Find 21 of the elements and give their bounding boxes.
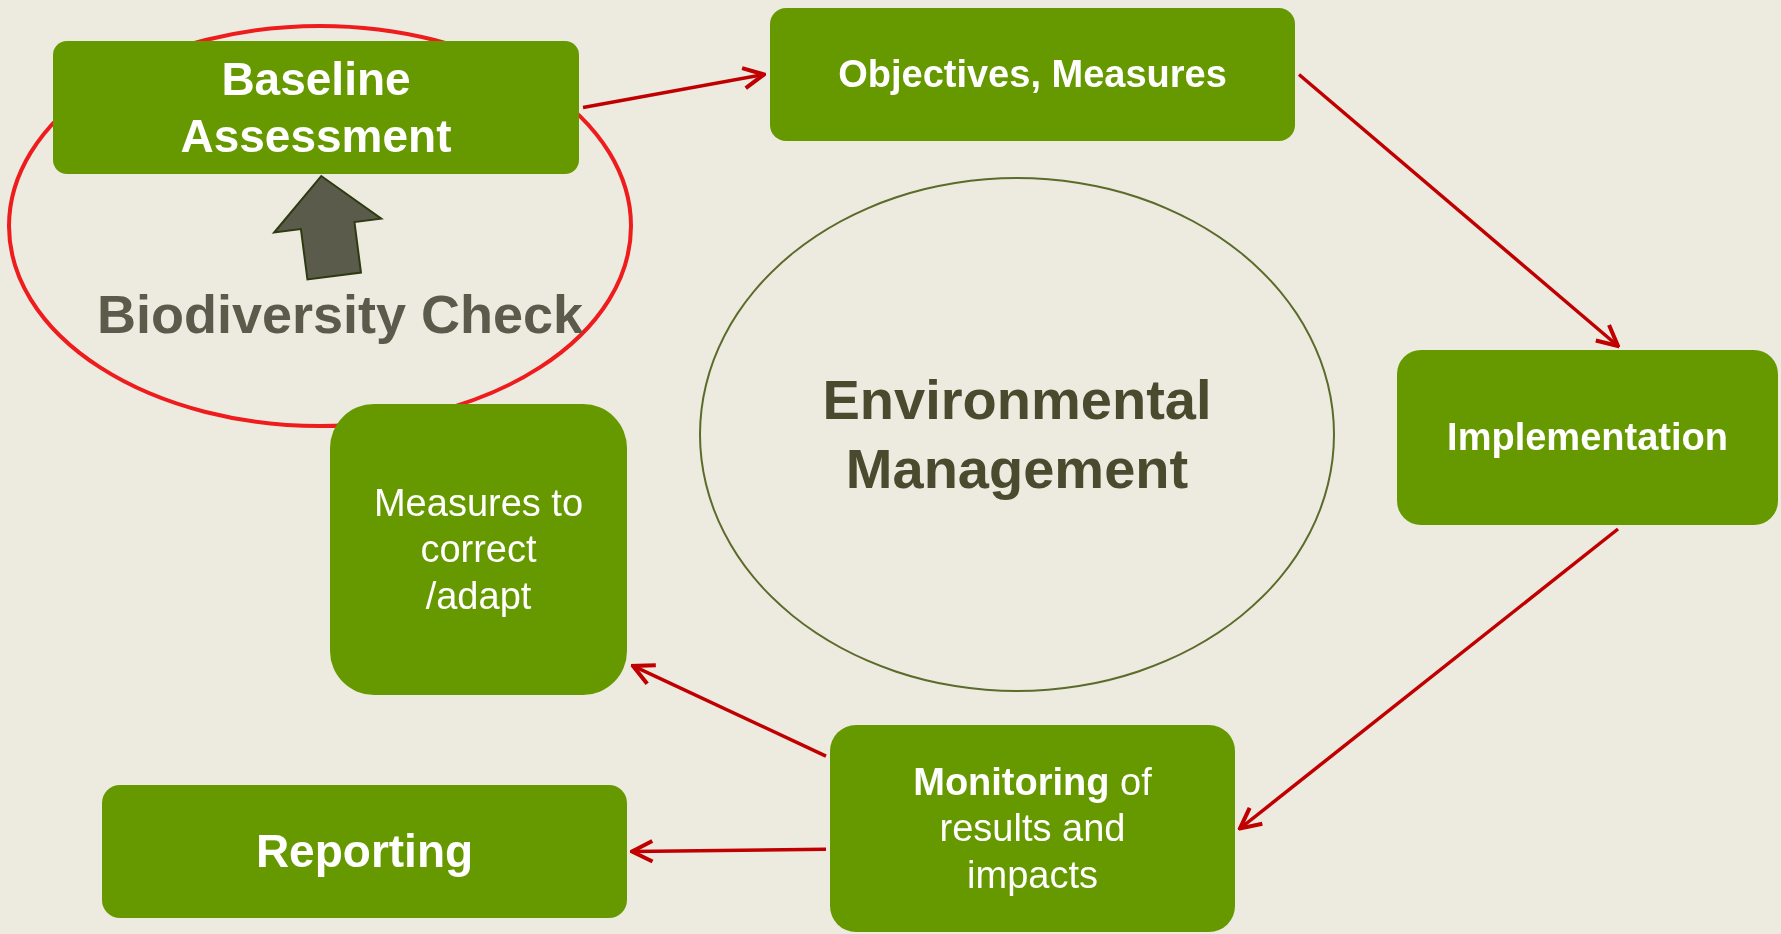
node-text: Reporting — [254, 824, 475, 880]
process-box — [330, 404, 627, 695]
process-box — [770, 8, 1295, 141]
block-arrow — [271, 174, 384, 281]
process-box — [102, 785, 627, 918]
node-text: Environmental Management — [821, 367, 1213, 502]
arrow — [1297, 73, 1620, 349]
node-text: Measures to correct /adapt — [372, 480, 585, 619]
arrow — [582, 66, 767, 110]
arrow — [629, 839, 827, 864]
node-text: Biodiversity Check — [95, 283, 585, 347]
process-box — [53, 41, 579, 174]
node-text: Implementation — [1446, 415, 1729, 461]
process-box — [830, 725, 1235, 932]
process-box — [1397, 350, 1778, 525]
arrow — [1237, 527, 1620, 831]
node-text: Monitoring of results and impacts — [912, 759, 1153, 898]
center-ellipse — [699, 177, 1335, 692]
arrow — [630, 663, 827, 758]
node-text: Baseline Assessment — [179, 52, 453, 164]
node-text: Objectives, Measures — [837, 52, 1228, 98]
